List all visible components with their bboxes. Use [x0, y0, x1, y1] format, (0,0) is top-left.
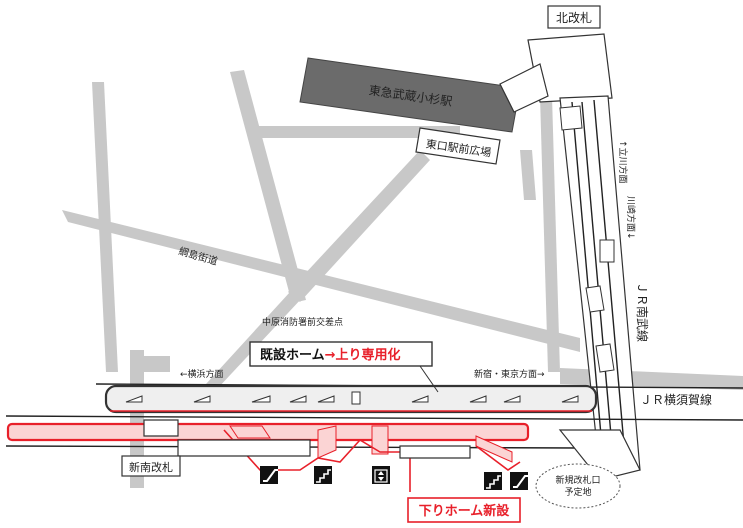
lower-corridor-2: [399, 445, 471, 459]
road-tsunashima: [62, 210, 580, 352]
track-middle: [5, 415, 743, 421]
new-stair-b: [317, 425, 337, 459]
existing-platform-label-box: [249, 341, 433, 367]
stair-d: [289, 395, 307, 403]
label-fire-station-intersection: 中原消防署前交差点: [262, 316, 343, 328]
label-new-gate-line1: 新規改札口: [555, 474, 600, 486]
nambu-stair-3: [595, 343, 615, 373]
existing-platform-leader: [419, 365, 439, 393]
stair-i: [561, 395, 579, 403]
existing-platform-suffix: 上り専用化: [336, 347, 401, 363]
nambu-track-1: [571, 101, 605, 471]
north-gate-box: [547, 5, 601, 29]
escalator-icon-2: [510, 472, 528, 490]
existing-platform-prefix: 既設ホーム: [260, 347, 325, 363]
label-to-kawasaki: 川崎方面↓: [625, 196, 637, 240]
label-nambu-line: ＪＲ南武線: [635, 282, 650, 342]
stair-b: [193, 395, 211, 403]
stair-h: [503, 395, 521, 403]
shin-minami-gate-box: [121, 455, 181, 477]
road-plaza-horizontal: [258, 126, 460, 138]
tokyu-station-building: [299, 57, 521, 133]
elevator-shaft: [351, 391, 361, 405]
road-right-vertical: [540, 96, 560, 372]
lower-structures: [143, 419, 641, 481]
new-concourse-path-2: [475, 445, 521, 471]
north-stair-block: [499, 63, 549, 113]
road-upper-middle: [230, 70, 306, 303]
existing-platform-arrow: →: [325, 348, 336, 363]
stairs-icon-2: [484, 472, 502, 490]
east-plaza-box: [415, 127, 501, 165]
new-gate-site: [535, 463, 621, 509]
nambu-stair-1: [559, 105, 583, 131]
stair-a: [125, 395, 143, 403]
roads: [62, 70, 743, 488]
lower-corridor: [177, 439, 311, 457]
stairs-icon: [314, 466, 332, 484]
label-north-gate: 北改札: [556, 11, 592, 25]
gate-structure: [143, 419, 179, 437]
existing-platform-stairs: [125, 391, 579, 405]
stair-g: [469, 395, 487, 403]
new-elevator: [371, 425, 389, 455]
road-to-plaza: [288, 150, 430, 302]
nambu-structure: [499, 33, 641, 475]
road-lower-diagonal: [206, 292, 302, 388]
road-gate-stub: [140, 356, 170, 372]
nambu-track-3: [593, 99, 627, 469]
stair-f: [411, 395, 429, 403]
new-platform-stairs: [229, 425, 513, 463]
label-new-gate-line2: 予定地: [564, 486, 591, 498]
label-shin-minami-gate: 新南改札: [129, 460, 173, 474]
stair-e: [317, 395, 335, 403]
label-to-yokohama: ←横浜方面: [180, 368, 224, 380]
new-platform-label-box: [407, 497, 521, 523]
nambu-stair-4: [599, 239, 615, 263]
escalator-icon: [260, 466, 278, 484]
label-to-shinjuku-tokyo: 新宿・東京方面→: [474, 368, 545, 380]
label-new-down-platform: 下りホーム新設: [419, 503, 511, 519]
new-stair-a: [229, 425, 271, 439]
nambu-stair-2: [585, 285, 605, 313]
south-structure: [558, 429, 641, 481]
facility-icons: [260, 466, 528, 490]
road-plaza-vertical: [520, 150, 536, 200]
stair-c: [251, 395, 271, 403]
label-yokosuka-line: ＪＲ横須賀線: [640, 392, 712, 407]
label-to-tachikawa: ↑立川方面: [617, 140, 629, 184]
elevator-icon: [372, 466, 390, 484]
new-stair-c: [475, 435, 513, 463]
existing-platform: [104, 384, 598, 414]
existing-platform-label: 既設ホーム→上り専用化: [260, 347, 401, 363]
